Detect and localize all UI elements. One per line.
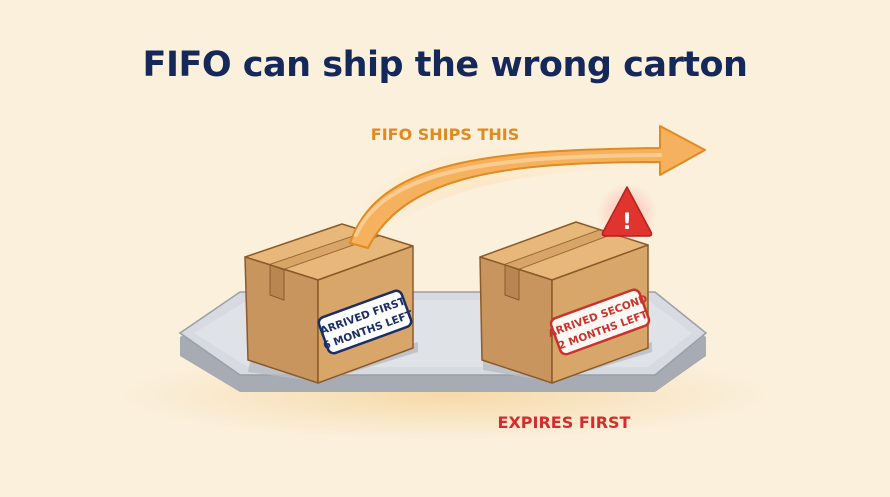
warning-triangle-icon: ! <box>597 183 657 243</box>
carton-arrived-first: ARRIVED FIRST 6 MONTHS LEFT <box>244 223 418 384</box>
carton-arrived-second: ARRIVED SECOND 2 MONTHS LEFT <box>479 221 652 384</box>
page-title: FIFO can ship the wrong carton <box>143 45 748 85</box>
arrow-label: FIFO SHIPS THIS <box>371 125 519 144</box>
fifo-arrow <box>330 125 706 263</box>
expires-first-label: EXPIRES FIRST <box>498 413 631 432</box>
warning-symbol: ! <box>622 210 632 235</box>
